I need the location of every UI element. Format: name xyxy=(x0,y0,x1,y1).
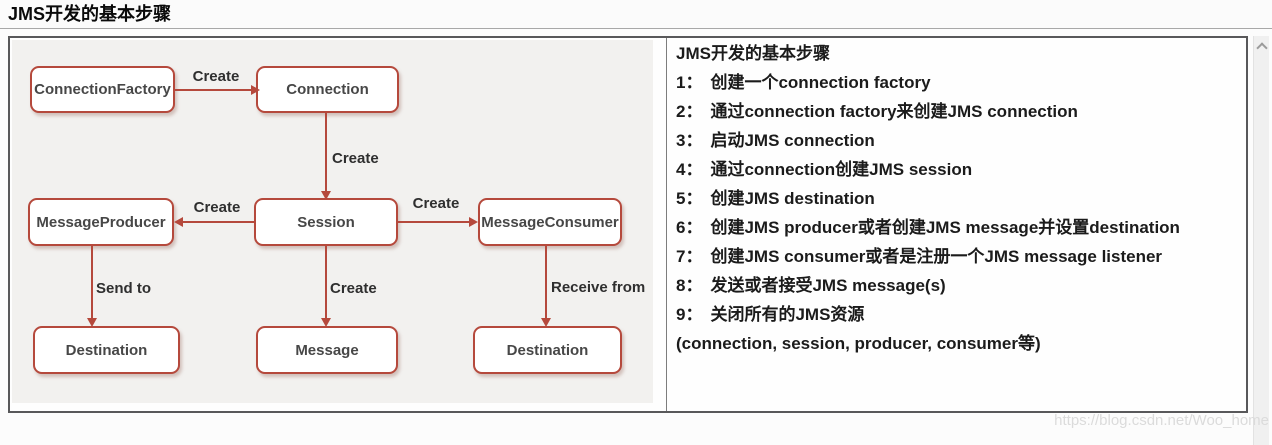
arrow-session-to-consumer xyxy=(398,221,469,223)
step-text: 通过connection factory来创建JMS connection xyxy=(710,102,1078,121)
step-text: 创建JMS consumer或者是注册一个JMS message listene… xyxy=(710,247,1163,266)
step-item: 8： 发送或者接受JMS message(s) xyxy=(676,271,1242,300)
node-label: Destination xyxy=(506,341,589,359)
content-frame: ConnectionFactory Connection MessageProd… xyxy=(8,36,1248,413)
step-text: 创建JMS producer或者创建JMS message并设置destinat… xyxy=(710,218,1180,237)
step-text: 创建JMS destination xyxy=(710,189,875,208)
panel-divider xyxy=(666,38,667,411)
step-number: 4： xyxy=(676,160,703,179)
page-title: JMS开发的基本步骤 xyxy=(8,4,172,24)
step-number: 7： xyxy=(676,247,703,266)
arrowhead-icon xyxy=(469,217,478,227)
header-band: JMS开发的基本步骤 xyxy=(0,0,1272,29)
arrowhead-icon xyxy=(321,191,331,200)
node-connection-factory: ConnectionFactory xyxy=(30,66,175,113)
step-text: 启动JMS connection xyxy=(710,131,875,150)
step-item: 5： 创建JMS destination xyxy=(676,184,1242,213)
arrow-consumer-to-destination xyxy=(545,246,547,318)
node-label: Connection xyxy=(286,81,369,98)
edge-label-create: Create xyxy=(332,150,379,167)
node-connection: Connection xyxy=(256,66,399,113)
step-number: 5： xyxy=(676,189,703,208)
step-number: 1： xyxy=(676,73,703,92)
scrollbar-track[interactable] xyxy=(1253,36,1269,445)
node-label: ConnectionFactory xyxy=(34,81,171,98)
arrow-cf-to-connection xyxy=(175,89,251,91)
jms-flow-diagram: ConnectionFactory Connection MessageProd… xyxy=(12,40,653,403)
node-message-consumer: MessageConsumer xyxy=(478,198,622,246)
step-text: 通过connection创建JMS session xyxy=(710,160,973,179)
step-item: 1： 创建一个connection factory xyxy=(676,68,1242,97)
edge-label-create: Create xyxy=(412,195,460,212)
steps-footnote: (connection, session, producer, consumer… xyxy=(676,334,1041,353)
node-destination-right: Destination xyxy=(473,326,622,374)
step-number: 8： xyxy=(676,276,703,295)
step-item: 9： 关闭所有的JMS资源 xyxy=(676,300,1242,329)
watermark: https://blog.csdn.net/Woo_home xyxy=(1054,412,1269,429)
node-destination-left: Destination xyxy=(33,326,180,374)
step-number: 9： xyxy=(676,305,703,324)
arrowhead-icon xyxy=(541,318,551,327)
step-item: 3： 启动JMS connection xyxy=(676,126,1242,155)
steps-heading: JMS开发的基本步骤 xyxy=(676,44,830,63)
step-text: 发送或者接受JMS message(s) xyxy=(710,276,946,295)
edge-label-create: Create xyxy=(193,199,241,216)
scroll-up-icon[interactable] xyxy=(1256,42,1268,54)
step-text: 创建一个connection factory xyxy=(710,73,931,92)
node-label: MessageProducer xyxy=(36,213,166,231)
arrowhead-icon xyxy=(87,318,97,327)
arrowhead-icon xyxy=(174,217,183,227)
edge-label-create: Create xyxy=(192,68,240,85)
node-label: MessageConsumer xyxy=(481,213,619,231)
edge-label-create: Create xyxy=(330,280,377,297)
step-item: 4： 通过connection创建JMS session xyxy=(676,155,1242,184)
edge-label-receive-from: Receive from xyxy=(551,279,646,296)
arrow-connection-to-session xyxy=(325,113,327,191)
step-item: 7： 创建JMS consumer或者是注册一个JMS message liste… xyxy=(676,242,1242,271)
step-item: 2： 通过connection factory来创建JMS connection xyxy=(676,97,1242,126)
node-label: Message xyxy=(295,341,359,359)
arrow-session-to-message xyxy=(325,246,327,318)
step-item: 6： 创建JMS producer或者创建JMS message并设置destin… xyxy=(676,213,1242,242)
arrow-session-to-producer xyxy=(183,221,254,223)
steps-panel: JMS开发的基本步骤 1： 创建一个connection factory 2： 通过… xyxy=(676,39,1242,358)
node-message-producer: MessageProducer xyxy=(28,198,174,246)
step-text: 关闭所有的JMS资源 xyxy=(710,305,865,324)
node-label: Destination xyxy=(65,341,148,359)
arrow-producer-to-destination xyxy=(91,246,93,318)
node-label: Session xyxy=(297,213,355,231)
edge-label-send-to: Send to xyxy=(96,280,151,297)
step-number: 6： xyxy=(676,218,703,237)
arrowhead-icon xyxy=(321,318,331,327)
step-number: 2： xyxy=(676,102,703,121)
node-session: Session xyxy=(254,198,398,246)
arrowhead-icon xyxy=(251,85,260,95)
node-message: Message xyxy=(256,326,398,374)
step-number: 3： xyxy=(676,131,703,150)
